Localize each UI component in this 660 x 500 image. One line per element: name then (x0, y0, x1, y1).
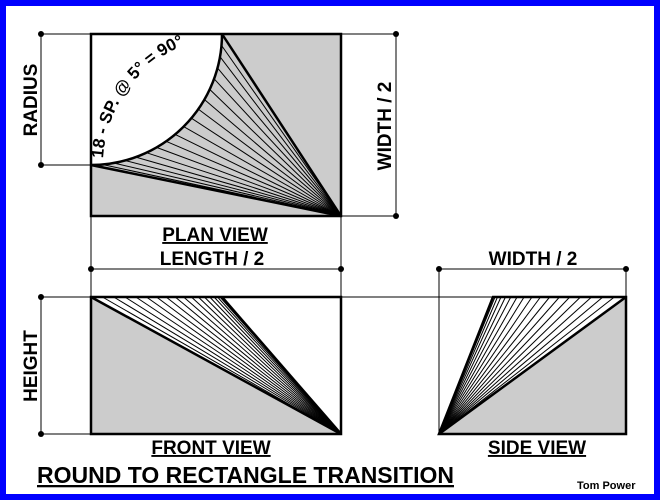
side-dimension-dots (436, 266, 629, 272)
plan-fan-line (156, 146, 342, 217)
front-fan-line (113, 296, 342, 435)
radius-label: RADIUS (21, 64, 42, 137)
front-fan-line (124, 296, 342, 435)
front-outline (89, 295, 343, 436)
plan-fan-region (91, 34, 341, 216)
plan-fan-line (191, 117, 342, 217)
front-fan-line (191, 296, 342, 435)
front-fan-line (156, 296, 342, 435)
side-fan-line (438, 296, 541, 435)
side-fan-line (438, 296, 518, 435)
plan-fan-line (213, 78, 342, 217)
side-fan-line (438, 296, 512, 435)
front-fan-line (174, 296, 342, 435)
plan-view-label: PLAN VIEW (162, 225, 268, 246)
side-fan-line (438, 296, 533, 435)
front-fan-line (204, 296, 342, 435)
side-view (437, 295, 628, 436)
side-fan-line (438, 296, 525, 435)
side-fan-line (438, 296, 592, 435)
side-fan-line (438, 296, 581, 435)
plan-dimension-dots (38, 31, 399, 272)
side-fan-line (438, 296, 571, 435)
plan-fan-line (135, 156, 342, 217)
front-fan-line (209, 296, 342, 435)
plan-width-label: WIDTH / 2 (375, 82, 396, 171)
plan-edge-left (90, 163, 342, 218)
side-dimensions (438, 268, 627, 434)
plan-fan-line (183, 126, 342, 217)
side-edge (438, 295, 627, 436)
front-fan-line (183, 296, 342, 435)
plan-round-area (91, 34, 222, 165)
side-fan-line (438, 296, 560, 435)
side-width-label: WIDTH / 2 (489, 249, 578, 270)
plan-fan-line (146, 152, 342, 217)
author-signature: Tom Power (577, 480, 636, 492)
length-label: LENGTH / 2 (160, 249, 265, 270)
plan-fan-line (209, 89, 342, 217)
front-view (89, 295, 343, 436)
plan-view: 18 - SP. @ 5° = 90° (88, 31, 343, 218)
plan-edge-right (220, 33, 343, 217)
front-dimension-dots (38, 294, 44, 437)
front-edge-right (221, 296, 342, 435)
plan-fan-line (204, 99, 342, 217)
front-view-label: FRONT VIEW (151, 438, 270, 459)
front-fan-line (135, 296, 342, 435)
side-fan-line (438, 296, 506, 435)
side-fan-line (438, 296, 551, 435)
transition-drawing: 18 - SP. @ 5° = 90° RADIUS WIDTH / 2 PLA… (6, 6, 654, 494)
front-fan-line (197, 296, 342, 435)
front-fan-line (146, 296, 342, 435)
plan-fan-line (174, 133, 342, 217)
plan-fan-line (217, 67, 342, 217)
drawing-title: ROUND TO RECTANGLE TRANSITION (37, 462, 454, 488)
plan-fan-line (198, 108, 342, 217)
plan-fan-line (219, 56, 342, 217)
plan-fan-line (124, 160, 342, 217)
plan-arc (90, 33, 224, 167)
height-label: HEIGHT (21, 330, 42, 402)
front-edge-left (90, 295, 342, 436)
side-fan-line (438, 296, 604, 435)
side-view-label: SIDE VIEW (488, 438, 586, 459)
plan-fan-line (165, 140, 342, 217)
plan-dimensions (40, 33, 397, 297)
front-fan-line (165, 296, 342, 435)
